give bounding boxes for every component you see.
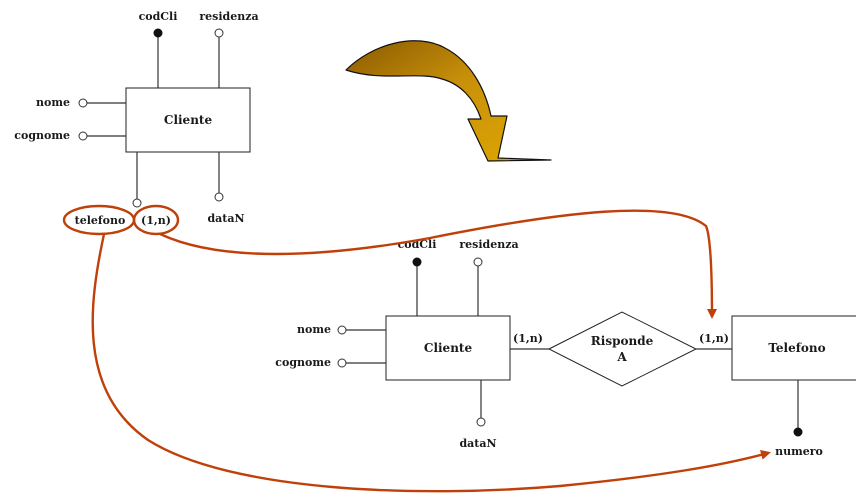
attribute-circle-icon: [214, 28, 224, 38]
transform-arrow-icon: [345, 40, 552, 162]
attr-cognome-label: cognome: [275, 356, 331, 369]
before-diagram: codCli residenza Cliente nome cognome te…: [14, 10, 258, 227]
attribute-circle-icon: [337, 358, 347, 368]
attr-datan-label: dataN: [207, 212, 244, 225]
after-diagram: codCli residenza Cliente nome cognome da…: [275, 238, 856, 458]
highlight-arrow-to-telefono-cardinality: [159, 209, 717, 319]
key-attribute-dot-icon: [412, 257, 422, 267]
attr-residenza-label: residenza: [459, 238, 518, 251]
attribute-circle-icon: [476, 417, 486, 427]
attr-residenza-label: residenza: [199, 10, 258, 23]
entity-cliente-label: Cliente: [424, 341, 473, 355]
highlight-cardinality-ellipse: [132, 204, 180, 236]
entity-cliente-box: [385, 315, 511, 381]
highlight-arrow-to-numero: [91, 233, 771, 493]
attribute-circle-icon: [337, 325, 347, 335]
entity-cliente-label: Cliente: [164, 113, 213, 127]
relationship-label-line1: Risponde: [591, 334, 654, 348]
attr-nome-label: nome: [297, 323, 331, 336]
attribute-circle-icon: [78, 98, 88, 108]
key-attribute-dot-icon: [793, 427, 803, 437]
card-telefono-label: (1,n): [141, 214, 171, 227]
entity-telefono-label: Telefono: [768, 341, 825, 355]
card-telefono-label: (1,n): [699, 332, 729, 345]
attr-nome-label: nome: [36, 96, 70, 109]
attr-codcli-label: codCli: [139, 10, 178, 23]
attribute-circle-icon: [78, 131, 88, 141]
attribute-circle-icon: [132, 198, 142, 208]
attribute-circle-icon: [473, 257, 483, 267]
key-attribute-dot-icon: [153, 28, 163, 38]
entity-telefono-box: [731, 315, 856, 381]
highlight-annotations: [62, 204, 771, 493]
entity-cliente-box: [125, 87, 251, 153]
attr-datan-label: dataN: [459, 437, 496, 450]
attribute-circle-icon: [214, 192, 224, 202]
card-cliente-label: (1,n): [513, 332, 543, 345]
attr-cognome-label: cognome: [14, 129, 70, 142]
relationship-label-line2: A: [616, 350, 627, 364]
attr-telefono-label: telefono: [75, 214, 126, 227]
relationship-risponde-a-diamond: [547, 311, 698, 387]
attr-numero-label: numero: [775, 445, 823, 458]
